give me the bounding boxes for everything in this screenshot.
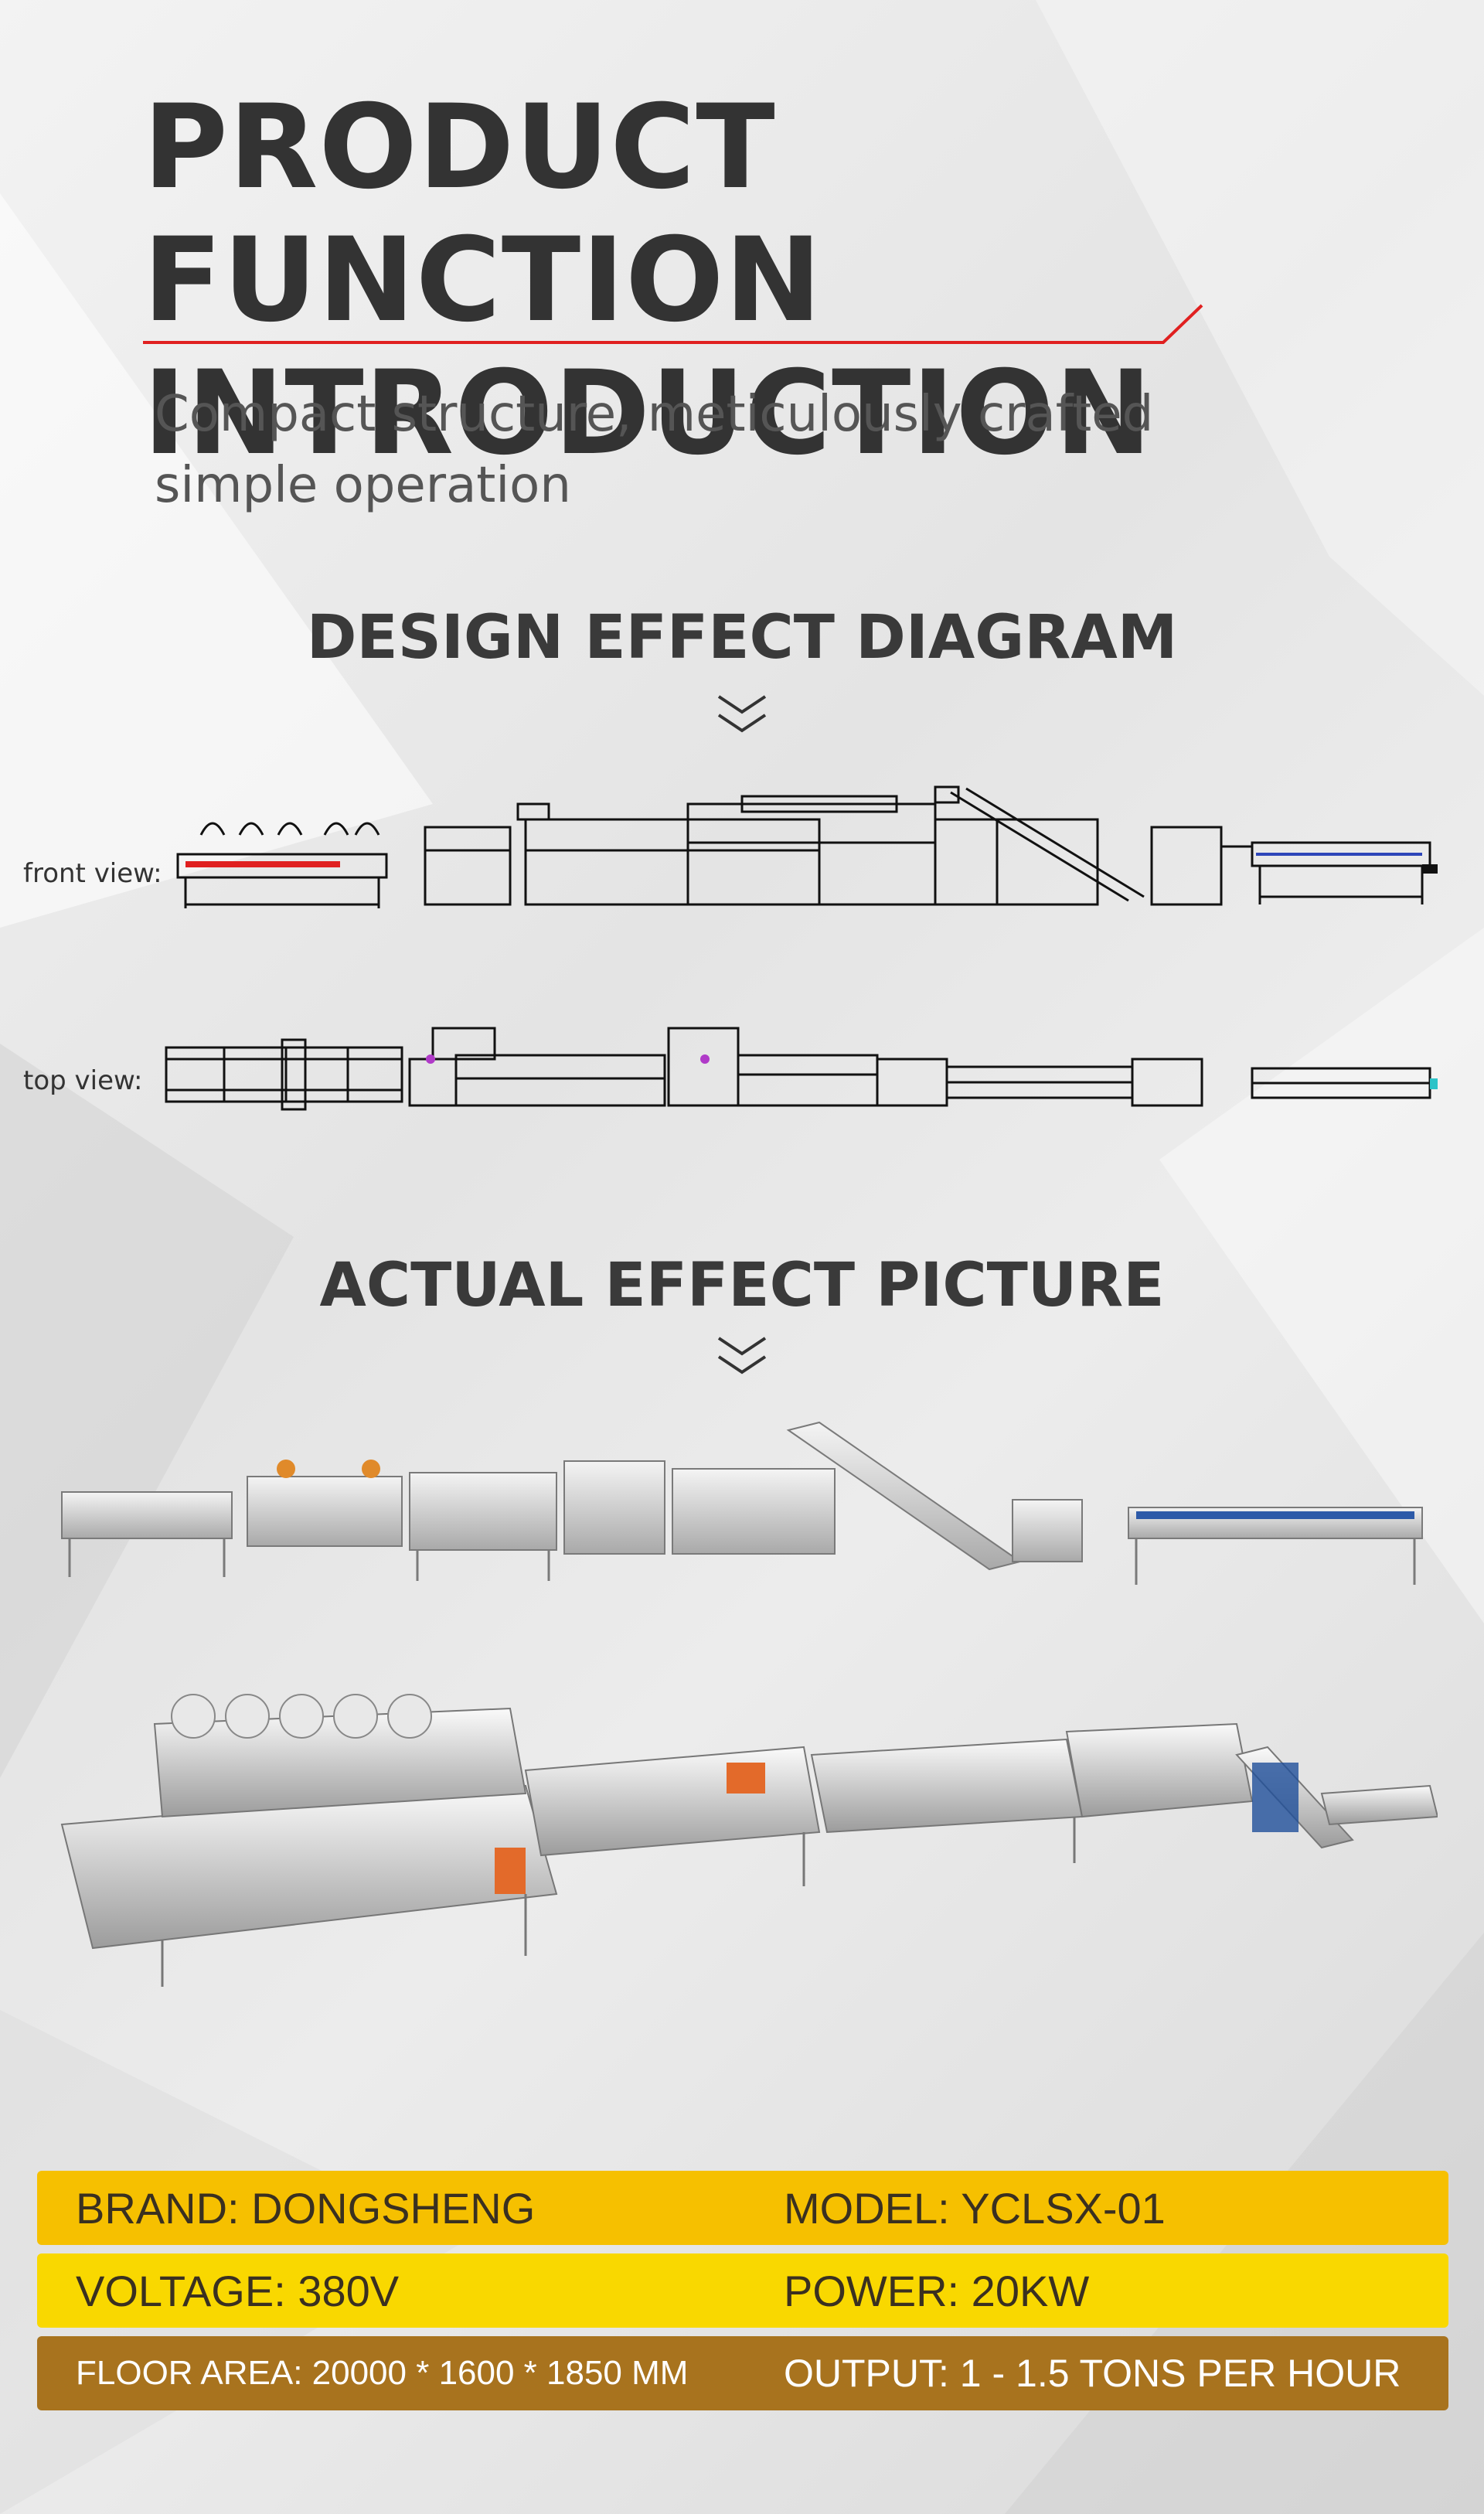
chevron-down-icon [717, 1337, 767, 1375]
spec-brand: BRAND: DONGSHENG [76, 2183, 536, 2233]
front-view-drawing [176, 785, 1438, 908]
production-line-photo-1 [61, 1421, 1423, 1585]
spec-bar-voltage-power: VOLTAGE: 380V POWER: 20KW [37, 2253, 1448, 2328]
title-line-2: INTRODUCTION [143, 346, 1153, 481]
design-section-title: DESIGN EFFECT DIAGRAM [306, 603, 1178, 673]
top-view-label: top view: [23, 1065, 143, 1096]
subtitle-line-2: simple operation [155, 457, 571, 514]
production-line-photo-2 [60, 1694, 1438, 1987]
page-subtitle: Compact structure, meticulously crafted … [155, 379, 1314, 521]
spec-power: POWER: 20KW [784, 2266, 1090, 2315]
chevron-down-icon [717, 695, 767, 733]
spec-floor-area: FLOOR AREA: 20000 * 1600 * 1850 MM [76, 2354, 689, 2392]
spec-voltage: VOLTAGE: 380V [76, 2266, 400, 2315]
front-view-label: front view: [23, 858, 162, 889]
subtitle-line-1: Compact structure, meticulously crafted [155, 386, 1154, 443]
actual-section-title: ACTUAL EFFECT PICTURE [319, 1251, 1165, 1320]
title-line-1: PRODUCT FUNCTION [143, 80, 823, 348]
top-view-drawing [165, 1027, 1438, 1111]
spec-bar-area-output: FLOOR AREA: 20000 * 1600 * 1850 MM OUTPU… [37, 2336, 1448, 2410]
spec-model: MODEL: YCLSX-01 [784, 2183, 1166, 2233]
spec-bar-brand-model: BRAND: DONGSHENG MODEL: YCLSX-01 [37, 2171, 1448, 2245]
spec-output: OUTPUT: 1 - 1.5 TONS PER HOUR [784, 2352, 1401, 2395]
